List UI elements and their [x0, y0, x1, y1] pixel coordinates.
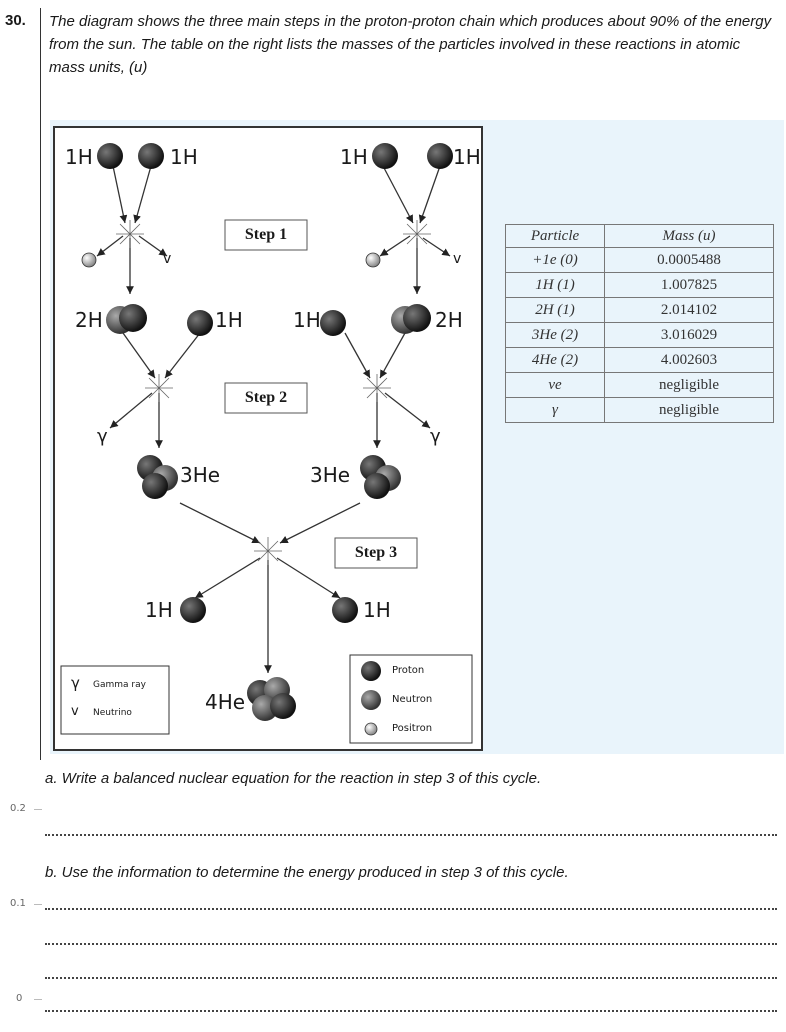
mark-tick	[34, 809, 42, 810]
answer-line-b2[interactable]	[45, 943, 777, 945]
table-cell-particle: 3He (2)	[505, 322, 605, 348]
margin-rule	[40, 8, 41, 760]
legend-gamma-text: Gamma ray	[93, 680, 146, 690]
legend-gamma-symbol: γ	[71, 674, 80, 692]
h1-label-a: 1H	[65, 145, 93, 169]
question-number: 30.	[5, 12, 26, 29]
table-cell-mass: 4.002603	[604, 347, 774, 373]
table-cell-mass: negligible	[604, 372, 774, 398]
table-cell-mass: 1.007825	[604, 272, 774, 298]
legend-positron-text: Positron	[392, 723, 433, 734]
neutrino-label-b: v	[453, 251, 462, 267]
mass-table: Particle Mass (u) +1e (0) 0.0005488 1H (…	[505, 224, 774, 423]
table-cell-particle: γ	[505, 397, 605, 423]
neutrino-label-a: v	[163, 251, 172, 267]
table-row: 2H (1) 2.014102	[505, 297, 774, 323]
answer-line-a[interactable]	[45, 834, 777, 836]
legend-nu-symbol: v	[71, 704, 79, 719]
legend-nu-text: Neutrino	[93, 708, 132, 718]
answer-line-b1[interactable]	[45, 908, 777, 910]
mark-label: 0.1	[10, 898, 26, 909]
table-cell-particle: νe	[505, 372, 605, 398]
reaction-bursts	[116, 220, 431, 565]
h1-label-c: 1H	[340, 145, 368, 169]
answer-line-b4[interactable]	[45, 1010, 777, 1012]
legend-proton-text: Proton	[392, 665, 425, 676]
table-row: νe negligible	[505, 372, 774, 398]
h1-label-e: 1H	[215, 308, 243, 332]
gamma-label-b: γ	[430, 426, 441, 447]
step1-label: Step 1	[244, 226, 288, 243]
table-cell-mass: 0.0005488	[604, 247, 774, 273]
table-cell-mass: 2.014102	[604, 297, 774, 323]
table-row: 4He (2) 4.002603	[505, 347, 774, 373]
table-row: 3He (2) 3.016029	[505, 322, 774, 348]
step2-box	[224, 382, 308, 414]
table-header-mass: Mass (u)	[604, 224, 774, 248]
table-header-particle: Particle	[505, 224, 605, 248]
step1-box	[224, 219, 308, 251]
h1-label-f: 1H	[293, 308, 321, 332]
table-cell-mass: 3.016029	[604, 322, 774, 348]
legend-left-box	[60, 665, 170, 735]
mark-label: 0	[16, 993, 23, 1004]
table-cell-particle: 1H (1)	[505, 272, 605, 298]
table-row: γ negligible	[505, 397, 774, 423]
table-cell-particle: +1e (0)	[505, 247, 605, 273]
he3-label-a: 3He	[180, 463, 221, 487]
step3-label: Step 3	[354, 544, 398, 561]
mark-tick	[34, 904, 42, 905]
part-b-prompt: b. Use the information to determine the …	[45, 864, 569, 881]
table-row: +1e (0) 0.0005488	[505, 247, 774, 273]
gamma-label-a: γ	[97, 426, 108, 447]
table-row: 1H (1) 1.007825	[505, 272, 774, 298]
step3-box	[334, 537, 418, 569]
h1-label-g: 1H	[145, 598, 173, 622]
mark-tick	[34, 999, 42, 1000]
h2-label-b: 2H	[435, 308, 463, 332]
legend-neutron-text: Neutron	[392, 694, 433, 705]
diagram-svg	[60, 143, 473, 744]
table-cell-particle: 2H (1)	[505, 297, 605, 323]
part-a-prompt: a. Write a balanced nuclear equation for…	[45, 770, 542, 787]
he4-label: 4He	[205, 690, 246, 714]
question-text: The diagram shows the three main steps i…	[49, 13, 772, 76]
h1-label-h: 1H	[363, 598, 391, 622]
h2-label-a: 2H	[75, 308, 103, 332]
proton-chain-diagram: Step 1 Step 2 Step 3 1H 1H 1H 1H v v 2H …	[53, 126, 483, 751]
h1-label-b: 1H	[170, 145, 198, 169]
step2-label: Step 2	[244, 389, 288, 406]
table-header-row: Particle Mass (u)	[505, 224, 774, 248]
h1-label-d: 1H	[453, 145, 481, 169]
answer-line-b3[interactable]	[45, 977, 777, 979]
he3-label-b: 3He	[310, 463, 351, 487]
mark-label: 0.2	[10, 803, 26, 814]
table-cell-particle: 4He (2)	[505, 347, 605, 373]
table-cell-mass: negligible	[604, 397, 774, 423]
